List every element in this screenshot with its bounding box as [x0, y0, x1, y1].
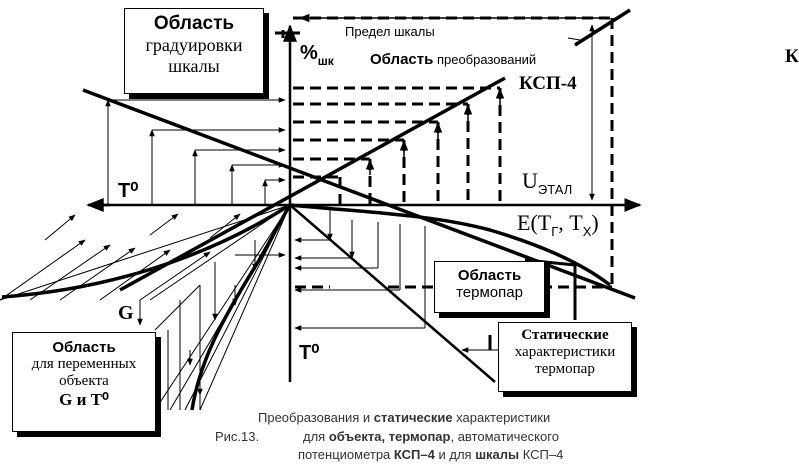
caption-bold: статические: [373, 410, 453, 425]
caption-text: Преобразования и: [258, 410, 374, 425]
caption-bold: шкалы: [475, 447, 520, 462]
emf-label: E(TГ, TX): [517, 210, 599, 239]
flow-g-label: G: [118, 302, 134, 324]
temperature-left-label: T⁰: [118, 178, 139, 203]
edge-k-label: К: [785, 46, 799, 67]
object-area-line3: объекта: [59, 373, 109, 389]
static-characteristics-line2: характеристики: [514, 344, 616, 360]
percent-subscript: шк: [317, 54, 334, 68]
caption-text: характеристики: [452, 410, 551, 425]
emf-end: ): [591, 210, 599, 235]
conversion-area-bold: Область: [370, 51, 434, 68]
caption-line-3: потенциометра КСП–4 и для шкалы КСП–4: [298, 447, 563, 462]
u-etal-label: UЭТАЛ: [522, 168, 573, 197]
scale-limit-line: [574, 8, 631, 47]
graduation-area-line3: шкалы: [168, 56, 220, 76]
thermocouple-curve: [289, 203, 612, 287]
u-etal-arrows: [567, 24, 595, 201]
u-subscript: ЭТАЛ: [537, 182, 573, 197]
caption-text: для: [303, 429, 329, 444]
caption-text: КСП–4: [519, 447, 564, 462]
object-area-title: Область: [52, 339, 116, 356]
scale-limit-label: Предел шкалы: [345, 24, 435, 39]
thermocouple-area-line2: термопар: [456, 284, 523, 301]
caption-bold: КСП–4: [393, 447, 435, 462]
graduation-area-title: Область: [153, 13, 235, 34]
lower-left-diagonals: [0, 213, 286, 410]
thermocouple-area-box: Область термопар: [434, 261, 545, 313]
axes: [86, 24, 642, 382]
caption-bold: объекта,: [328, 429, 386, 444]
figure-number: Рис.13.: [215, 429, 260, 444]
static-characteristics-box: Статические характеристики термопар: [498, 322, 632, 392]
percent-sign: %: [300, 42, 318, 64]
caption-line-2: для объекта, термопар, автоматического: [303, 429, 559, 444]
temperature-bottom-label: T⁰: [299, 342, 320, 364]
emf-mid: , T: [558, 210, 583, 235]
emf-sub2: X: [582, 224, 592, 239]
object-area-line2: для переменных: [31, 356, 137, 372]
emf-sub1: Г: [551, 224, 559, 239]
object-area-box: Область для переменных объекта G и T⁰: [12, 332, 156, 432]
object-temperature-line: [289, 204, 496, 383]
caption-text: и для: [434, 447, 476, 462]
percent-scale-label: %шк: [300, 42, 334, 68]
u-letter: U: [522, 168, 538, 193]
lower-right-projections: [294, 210, 498, 353]
caption-bold: термопар: [388, 429, 451, 444]
thick-connectors: [275, 30, 577, 350]
fan-lines: [0, 204, 291, 411]
caption-line-1: Преобразования и статические характерист…: [258, 410, 550, 425]
thermocouple-area-title: Область: [457, 267, 522, 284]
dashed-arrow-heads: [298, 13, 600, 175]
object-area-line4: G и T⁰: [59, 390, 109, 409]
static-characteristics-title: Статические: [521, 327, 609, 343]
graduation-area-box: Область градуировки шкалы: [124, 8, 264, 94]
caption-text: потенциометра: [298, 447, 394, 462]
conversion-area-rest: преобразований: [433, 52, 537, 67]
object-curve-t0: [190, 204, 292, 411]
left-upper-projections: [105, 97, 286, 205]
emf-main: E(T: [517, 210, 552, 235]
static-characteristics-line3: термопар: [535, 361, 595, 377]
caption-text: , автоматического: [450, 429, 559, 444]
ksp4-characteristic-line: [119, 76, 506, 292]
graduation-area-line2: градуировки: [145, 35, 243, 55]
ksp4-label: КСП-4: [519, 73, 577, 94]
conversion-area-label: Область преобразований: [370, 51, 536, 68]
